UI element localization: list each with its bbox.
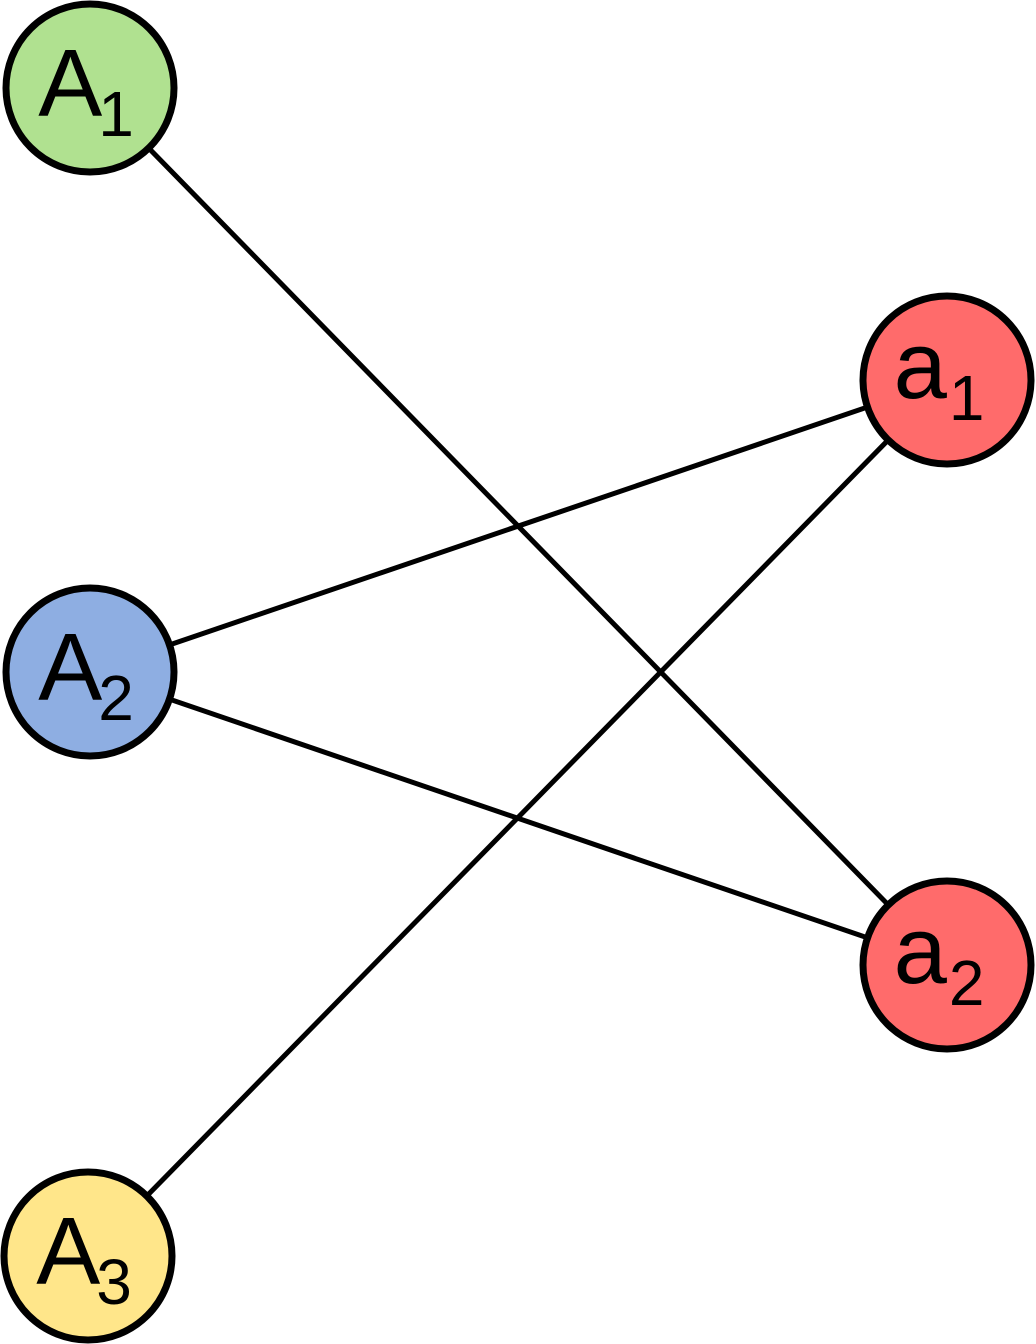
node-subscript: 1 (949, 362, 985, 434)
node-subscript: 3 (96, 1246, 132, 1318)
edge-A3-a1 (86, 378, 949, 1258)
node-circle-A1 (2, 0, 178, 176)
node-A3: A3 (0, 1168, 176, 1344)
node-circle-a1 (859, 292, 1035, 468)
node-label-A3: A3 (36, 1198, 132, 1318)
node-circle-A3 (0, 1168, 176, 1344)
node-label-A2: A2 (38, 614, 134, 734)
node-label-a1: a1 (894, 312, 985, 434)
node-letter: A (38, 30, 102, 137)
node-a2: a2 (859, 877, 1035, 1053)
node-A2: A2 (2, 584, 178, 760)
node-A1: A1 (2, 0, 178, 176)
edge-A2-a1 (89, 377, 948, 675)
node-subscript: 2 (949, 947, 985, 1019)
node-subscript: 1 (98, 78, 134, 150)
node-label-a2: a2 (894, 897, 985, 1019)
node-letter: a (894, 312, 948, 419)
node-circle-A2 (2, 584, 178, 760)
node-letter: A (36, 1198, 100, 1305)
node-letter: a (894, 897, 948, 1004)
node-subscript: 2 (98, 662, 134, 734)
node-circle-a2 (859, 877, 1035, 1053)
edges-layer (86, 86, 949, 1258)
node-a1: a1 (859, 292, 1035, 468)
node-letter: A (38, 614, 102, 721)
node-label-A1: A1 (38, 30, 134, 150)
